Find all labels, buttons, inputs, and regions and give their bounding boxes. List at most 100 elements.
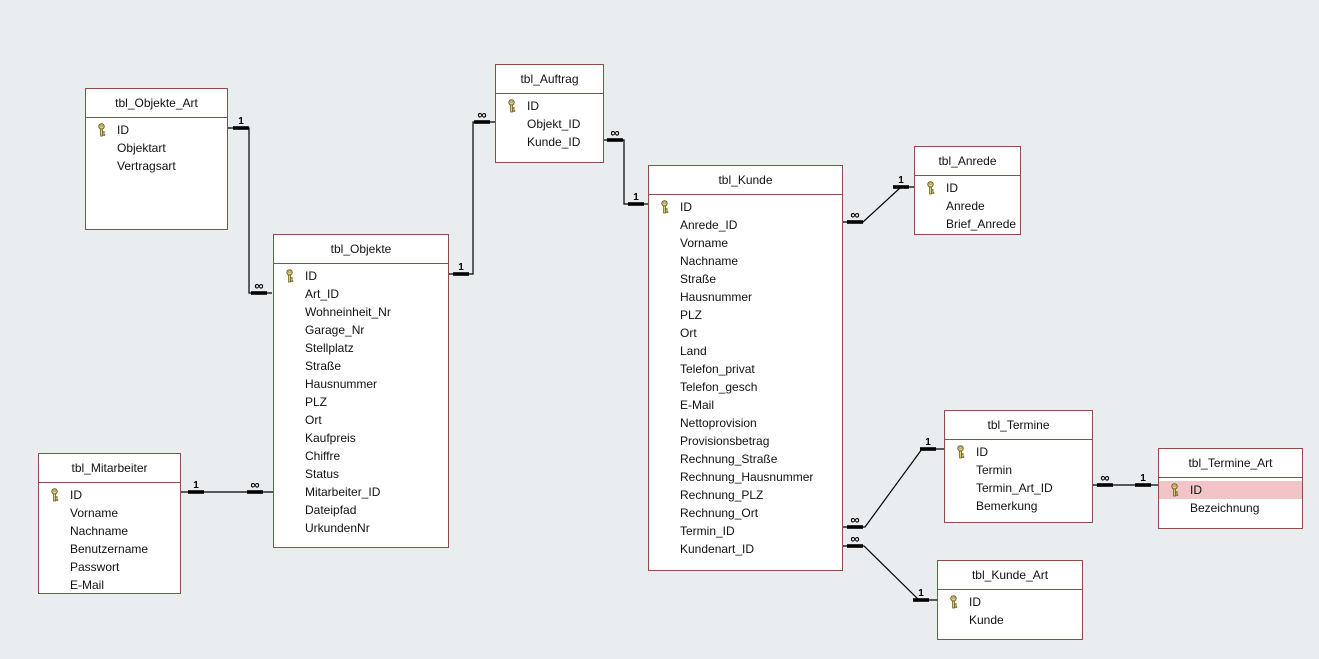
field-Bemerkung[interactable]: Bemerkung (945, 497, 1092, 515)
table-title[interactable]: tbl_Objekte (274, 235, 448, 264)
table-title[interactable]: tbl_Objekte_Art (86, 89, 227, 118)
field-icon-placeholder (284, 521, 296, 535)
field-icon-placeholder (659, 218, 671, 232)
table-title[interactable]: tbl_Kunde_Art (938, 561, 1082, 590)
field-Rechnung_PLZ[interactable]: Rechnung_PLZ (649, 486, 842, 504)
field-Passwort[interactable]: Passwort (39, 558, 180, 576)
field-Anrede[interactable]: Anrede (915, 197, 1020, 215)
field-icon-placeholder (659, 398, 671, 412)
field-Provisionsbetrag[interactable]: Provisionsbetrag (649, 432, 842, 450)
field-Ort[interactable]: Ort (274, 411, 448, 429)
field-ID[interactable]: ID (1159, 481, 1302, 499)
field-Kundenart_ID[interactable]: Kundenart_ID (649, 540, 842, 558)
table-title[interactable]: tbl_Auftrag (496, 65, 603, 94)
table-title[interactable]: tbl_Termine (945, 411, 1092, 440)
field-ID[interactable]: ID (274, 267, 448, 285)
field-ID[interactable]: ID (915, 179, 1020, 197)
field-PLZ[interactable]: PLZ (274, 393, 448, 411)
field-Dateipfad[interactable]: Dateipfad (274, 501, 448, 519)
field-label: ID (946, 181, 958, 195)
field-Rechnung_Ort[interactable]: Rechnung_Ort (649, 504, 842, 522)
field-ID[interactable]: ID (938, 593, 1082, 611)
relationship-line-tbl_Objekte_Art-tbl_Objekte[interactable] (228, 127, 272, 294)
field-Chiffre[interactable]: Chiffre (274, 447, 448, 465)
table-title[interactable]: tbl_Kunde (649, 166, 842, 195)
field-Termin_Art_ID[interactable]: Termin_Art_ID (945, 479, 1092, 497)
field-label: Dateipfad (305, 503, 357, 517)
field-Vorname[interactable]: Vorname (649, 234, 842, 252)
field-E-Mail[interactable]: E-Mail (649, 396, 842, 414)
field-Benutzername[interactable]: Benutzername (39, 540, 180, 558)
field-E-Mail[interactable]: E-Mail (39, 576, 180, 594)
field-Bezeichnung[interactable]: Bezeichnung (1159, 499, 1302, 517)
field-Nachname[interactable]: Nachname (649, 252, 842, 270)
field-Status[interactable]: Status (274, 465, 448, 483)
field-PLZ[interactable]: PLZ (649, 306, 842, 324)
field-icon-placeholder (284, 413, 296, 427)
field-Brief_Anrede[interactable]: Brief_Anrede (915, 215, 1020, 233)
table-title[interactable]: tbl_Mitarbeiter (39, 454, 180, 483)
field-Ort[interactable]: Ort (649, 324, 842, 342)
field-icon-placeholder (49, 560, 61, 574)
field-Land[interactable]: Land (649, 342, 842, 360)
relationship-line-tbl_Auftrag-tbl_Kunde[interactable] (604, 139, 648, 205)
table-title[interactable]: tbl_Termine_Art (1159, 449, 1302, 478)
field-Wohneinheit_Nr[interactable]: Wohneinheit_Nr (274, 303, 448, 321)
field-icon-placeholder (284, 305, 296, 319)
field-ID[interactable]: ID (945, 443, 1092, 461)
field-ID[interactable]: ID (39, 486, 180, 504)
cardinality-many-label: ∞ (477, 107, 486, 122)
field-Art_ID[interactable]: Art_ID (274, 285, 448, 303)
field-ID[interactable]: ID (649, 198, 842, 216)
field-label: Kaufpreis (305, 431, 356, 445)
field-Telefon_privat[interactable]: Telefon_privat (649, 360, 842, 378)
field-Vorname[interactable]: Vorname (39, 504, 180, 522)
field-Nachname[interactable]: Nachname (39, 522, 180, 540)
field-label: Kundenart_ID (680, 542, 755, 556)
field-Termin_ID[interactable]: Termin_ID (649, 522, 842, 540)
table-title[interactable]: tbl_Anrede (915, 147, 1020, 176)
field-label: ID (527, 99, 539, 113)
field-Stellplatz[interactable]: Stellplatz (274, 339, 448, 357)
field-icon-placeholder (659, 272, 671, 286)
field-Straße[interactable]: Straße (274, 357, 448, 375)
field-Nettoprovision[interactable]: Nettoprovision (649, 414, 842, 432)
field-Objektart[interactable]: Objektart (86, 139, 227, 157)
field-Kunde[interactable]: Kunde (938, 611, 1082, 629)
field-Straße[interactable]: Straße (649, 270, 842, 288)
field-Rechnung_Hausnummer[interactable]: Rechnung_Hausnummer (649, 468, 842, 486)
field-ID[interactable]: ID (86, 121, 227, 139)
field-label: Anrede (946, 199, 985, 213)
field-Termin[interactable]: Termin (945, 461, 1092, 479)
field-icon-placeholder (49, 524, 61, 538)
relationship-line-tbl_Auftrag-tbl_Objekte[interactable] (449, 121, 495, 275)
field-icon-placeholder (1169, 501, 1181, 515)
field-Rechnung_Straße[interactable]: Rechnung_Straße (649, 450, 842, 468)
field-Hausnummer[interactable]: Hausnummer (649, 288, 842, 306)
field-UrkundenNr[interactable]: UrkundenNr (274, 519, 448, 537)
field-Kunde_ID[interactable]: Kunde_ID (496, 133, 603, 151)
field-icon-placeholder (925, 217, 937, 231)
cardinality-many-label: ∞ (850, 207, 859, 222)
field-Mitarbeiter_ID[interactable]: Mitarbeiter_ID (274, 483, 448, 501)
field-Hausnummer[interactable]: Hausnummer (274, 375, 448, 393)
field-Kaufpreis[interactable]: Kaufpreis (274, 429, 448, 447)
field-ID[interactable]: ID (496, 97, 603, 115)
field-Anrede_ID[interactable]: Anrede_ID (649, 216, 842, 234)
field-Objekt_ID[interactable]: Objekt_ID (496, 115, 603, 133)
field-Garage_Nr[interactable]: Garage_Nr (274, 321, 448, 339)
field-icon-placeholder (49, 542, 61, 556)
field-Telefon_gesch[interactable]: Telefon_gesch (649, 378, 842, 396)
field-Vertragsart[interactable]: Vertragsart (86, 157, 227, 175)
